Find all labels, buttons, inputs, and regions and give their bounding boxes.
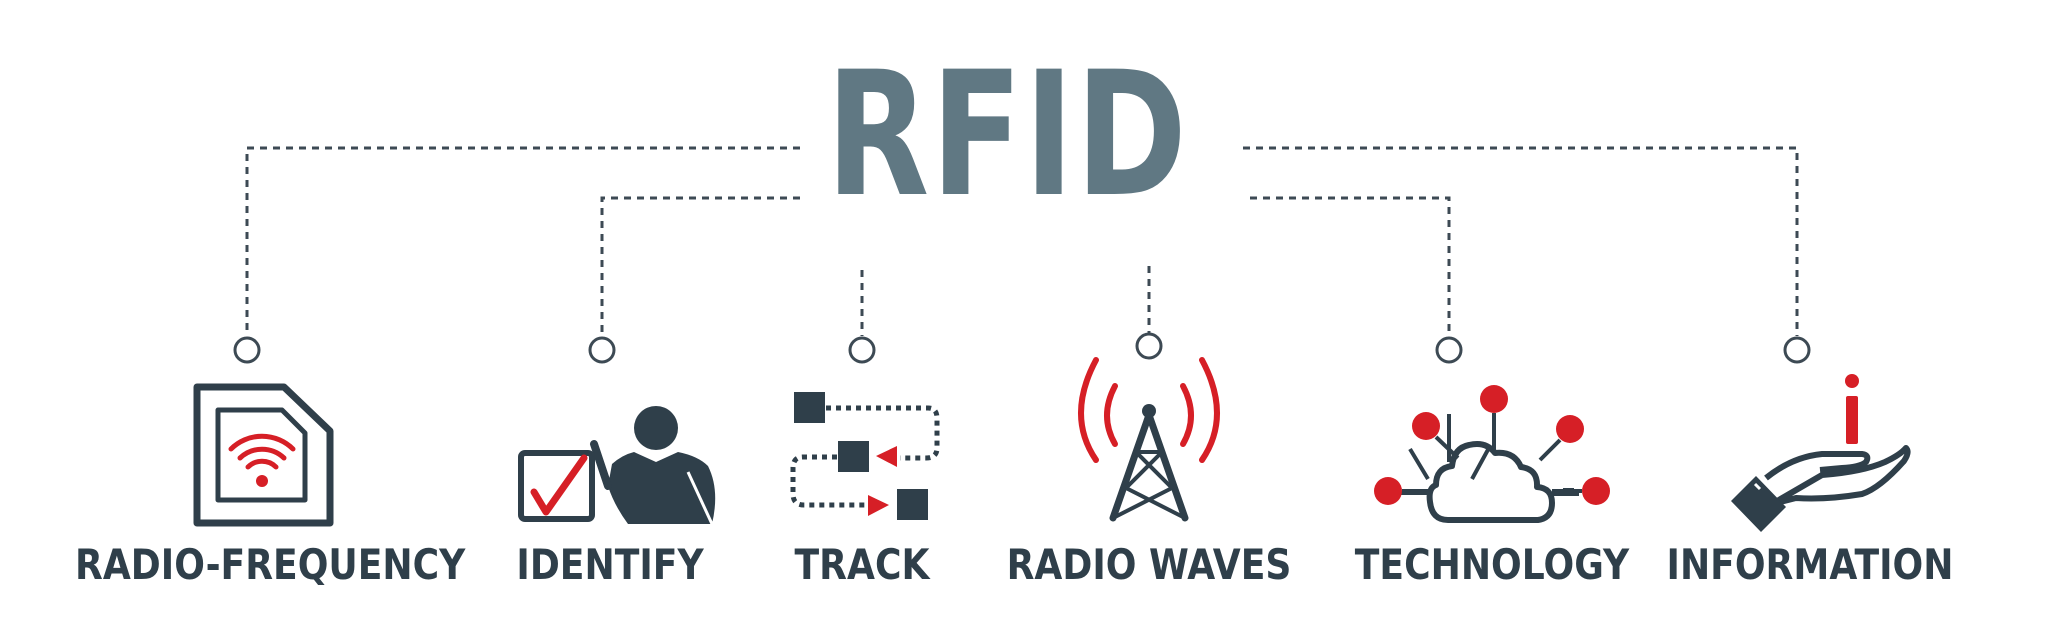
rfid-tag-wifi-icon [193,383,334,527]
node-circle [1435,336,1463,364]
hand-info-icon [1731,374,1911,532]
label-radio-frequency: RADIO-FREQUENCY [75,540,466,589]
label-identify: IDENTIFY [516,540,704,589]
label-radio-waves: RADIO WAVES [1006,540,1292,589]
connector-line-radio-frequency [245,146,800,336]
cloud-network-icon [1374,385,1610,523]
label-information: INFORMATION [1666,540,1954,589]
connector-line-identify [600,196,800,336]
label-technology: TECHNOLOGY [1354,540,1630,589]
person-checkbox-icon [518,406,716,525]
radio-tower-icon [1078,357,1220,522]
connector-line-information [1243,146,1799,336]
node-circle [233,336,261,364]
label-track: TRACK [794,540,930,589]
node-circle [588,336,616,364]
page-title: RFID [826,34,1189,235]
node-circle [1783,336,1811,364]
node-circle [1135,332,1163,360]
tracking-flow-icon [790,392,940,520]
connector-lines [245,146,1799,336]
node-circle [848,336,876,364]
connector-line-technology [1250,196,1451,336]
connector-nodes [233,332,1811,364]
